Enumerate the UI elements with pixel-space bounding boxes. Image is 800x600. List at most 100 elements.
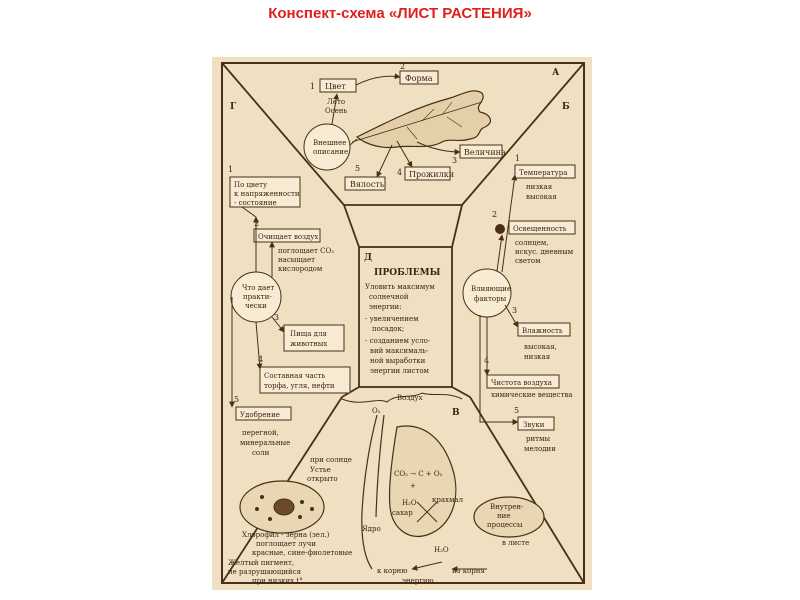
- inner-processes-line2: ние: [497, 512, 510, 520]
- sounds-rhythm: ритмы: [526, 435, 550, 443]
- chlorophyll-line1: Хлорофил - зерна (зел.): [242, 531, 330, 539]
- right-number-1: 1: [515, 154, 520, 163]
- illumination-label: Освещенность: [513, 225, 567, 233]
- left-number-3: 3: [274, 313, 279, 322]
- humidity-low: низкая: [524, 353, 551, 361]
- section-d-letter: Д: [364, 253, 372, 263]
- air-purity-box: [486, 374, 560, 389]
- left-number-5: 5: [234, 395, 239, 404]
- animal-food-line1: Пища для: [290, 330, 327, 338]
- factors-circle: [462, 268, 512, 318]
- color-tension-line2: к напряженности: [234, 190, 300, 198]
- factors-line1: Влияющие: [471, 285, 511, 293]
- temperature-high: высокая: [526, 193, 557, 201]
- color-tension-line1: По цвету: [234, 181, 268, 189]
- right-number-2: 2: [492, 210, 497, 219]
- problems-line: посадок;: [372, 325, 404, 333]
- left-number-2: 2: [254, 219, 259, 228]
- fuel-component-box: [259, 366, 351, 394]
- pigment-line2: Желтый пигмент,: [228, 559, 294, 567]
- plus-label: +: [410, 482, 416, 490]
- h2o-root-label: H₂O: [434, 546, 449, 554]
- inner-processes-line1: Внутрен-: [490, 503, 524, 511]
- temperature-box: [514, 164, 576, 179]
- humidity-box: [517, 322, 571, 337]
- color-autumn: Осень: [325, 107, 347, 115]
- humus-line3: соли: [252, 449, 270, 457]
- reaction-label: CO₂ → C + O₂: [394, 470, 443, 478]
- illumination-line1: солнцем,: [515, 239, 549, 247]
- animal-food-box: [283, 324, 345, 352]
- humidity-label: Влажность: [522, 327, 563, 335]
- at-sun-label: при солнце: [310, 456, 352, 464]
- fuel-component-line2: торфа, угля, нефти: [264, 382, 335, 390]
- form-label: Форма: [405, 74, 433, 83]
- section-v-letter: В: [452, 408, 460, 418]
- problems-line: - созданием усло-: [365, 337, 431, 345]
- veins-box: [404, 166, 451, 181]
- factors-line2: факторы: [474, 295, 507, 303]
- color-label: Цвет: [325, 82, 346, 91]
- stoma-line1: Устье: [310, 466, 331, 474]
- sugar-label: сахар: [392, 509, 413, 517]
- size-label: Величина: [464, 148, 506, 157]
- sun-icon: [495, 224, 505, 234]
- problems-lines: Уловить максимум солнечной энергии: - ув…: [365, 283, 435, 375]
- outer-description-circle: [303, 123, 351, 171]
- practical-use-line2: практи-: [243, 293, 272, 301]
- starch-label: крахмал: [432, 496, 464, 504]
- problems-line: - увеличением: [365, 315, 419, 323]
- fuel-component-line1: Составная часть: [264, 372, 326, 380]
- o2-label: O₂: [372, 407, 381, 415]
- humidity-high: высокая,: [524, 343, 557, 351]
- in-leaf-label: в листе: [502, 539, 529, 547]
- left-number-4: 4: [258, 355, 263, 364]
- air-purity-chemicals: химические вещества: [491, 391, 572, 399]
- illumination-box: [508, 220, 576, 235]
- problems-line: энергии листом: [370, 367, 430, 375]
- practical-use-line1: Что дает: [242, 284, 274, 292]
- air-purity-label: Чистота воздуха: [491, 379, 552, 387]
- stoma-line2: открыто: [307, 475, 338, 483]
- temperature-label: Температура: [519, 169, 567, 177]
- guard-cell-shape: [388, 425, 457, 537]
- illumination-line3: светом: [515, 257, 541, 265]
- section-g-letter: Г: [230, 102, 237, 112]
- problems-line: энергии:: [369, 303, 402, 311]
- pigment-line1: красные, сине-фиолетовые: [252, 549, 352, 557]
- schema-sheet: А Б В Г Д 1 Цвет Лето Осень 2 Форма Внеш…: [212, 57, 592, 590]
- temperature-low: низкая: [526, 183, 553, 191]
- sounds-melody: мелодии: [524, 445, 556, 453]
- top-number-5: 5: [355, 164, 360, 173]
- problems-line: ной выработки: [370, 357, 426, 365]
- illumination-line2: искус. дневным: [515, 248, 574, 256]
- absorbs-co2: поглощает CO₂: [278, 247, 334, 255]
- inner-processes-line3: процессы: [487, 521, 523, 529]
- schema-diagram: А Б В Г Д 1 Цвет Лето Осень 2 Форма Внеш…: [212, 57, 592, 590]
- sounds-label: Звуки: [523, 421, 545, 429]
- outer-frame: [221, 62, 585, 584]
- nucleus-label: Ядро: [362, 525, 381, 533]
- cleans-air-box: [253, 228, 321, 243]
- section-a-leaf: [351, 90, 492, 149]
- top-number-4: 4: [397, 168, 402, 177]
- color-tension-box: [229, 176, 301, 208]
- pigment-line3: не разрушающийся: [228, 568, 302, 576]
- color-tension-line3: - состояние: [234, 199, 277, 207]
- problems-heading: ПРОБЛЕМЫ: [374, 268, 441, 278]
- humus-line1: перегной,: [242, 429, 279, 437]
- veins-label: Прожилки: [409, 170, 454, 179]
- cleans-air-label: Очищает воздух: [258, 233, 318, 241]
- top-number-1: 1: [310, 82, 315, 91]
- to-root-label: к корню: [377, 567, 407, 575]
- top-number-2: 2: [400, 62, 405, 71]
- energy-label: энергию: [402, 577, 434, 585]
- section-v-illustration: [239, 392, 545, 570]
- h2o-label: H₂O: [402, 499, 417, 507]
- right-number-5: 5: [514, 406, 519, 415]
- wilting-box: [344, 176, 386, 191]
- outer-desc-line1: Внешнее: [313, 139, 346, 147]
- right-number-3: 3: [512, 306, 517, 315]
- page-title: Конспект-схема «ЛИСТ РАСТЕНИЯ»: [268, 5, 532, 22]
- saturates: насыщает: [278, 256, 315, 264]
